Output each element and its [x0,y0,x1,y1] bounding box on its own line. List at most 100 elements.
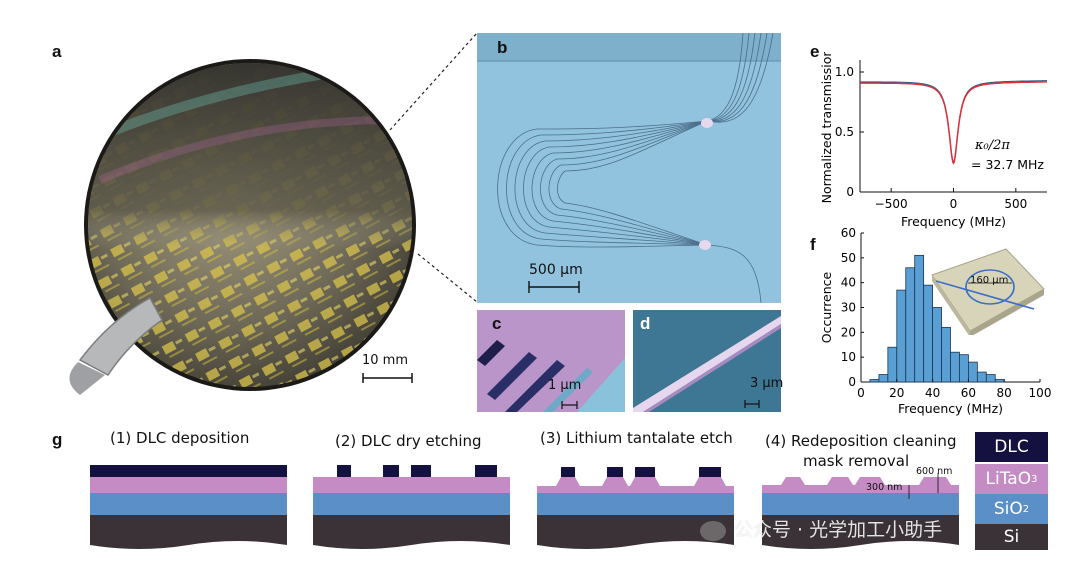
x-tick-label: 100 [1029,386,1052,400]
y-tick-label: 1.0 [835,65,854,79]
annotation-kappa: κ₀/2π [974,138,1010,153]
litao3-ridge [602,477,628,486]
panel-label-a: a [52,42,62,61]
process-stacks [90,465,959,549]
series-data [860,80,1047,164]
layer-sio2 [537,493,734,515]
litao3-ridge [694,477,726,486]
histogram-bar [914,254,925,383]
layer-dlc [90,465,287,477]
layer-sio2 [313,493,510,515]
zoom-lines [389,32,478,303]
histogram-bar [869,379,880,383]
histogram-bar [905,267,916,383]
panel-label-e: e [810,42,820,61]
dimension-300nm: 300 nm [866,482,903,493]
litao3-ridge [556,477,580,486]
x-tick-label: 80 [997,386,1012,400]
scale-bar-label-c: 1 µm [548,378,582,393]
layer-si [537,515,734,549]
x-tick-label: 60 [961,386,976,400]
litao3-ridge [827,477,853,485]
histogram-bar [959,354,969,383]
step-4-label: (4) Redeposition cleaning [765,432,957,450]
watermark: 公众号 · 光学加工小助手 [700,515,942,542]
step-3-label: (3) Lithium tantalate etch [540,429,733,447]
panel-label-g: g [52,430,63,449]
histogram-bar [887,346,898,383]
litao3-ridge [630,477,660,486]
layer-litao3 [313,477,510,493]
panel-label-d: d [640,314,651,333]
histogram-bar [994,379,1005,383]
litao3-ridge [855,477,885,485]
x-tick-label: 500 [1004,197,1027,211]
microscope-image-b [477,33,781,303]
layer-si [90,515,287,549]
layer-litao3-slab [537,486,734,493]
scale-bar-label-d: 3 µm [750,376,784,391]
litao3-ridge [781,477,805,485]
layer-si [762,515,959,549]
histogram-bar [896,289,907,383]
dlc-mask [607,467,623,477]
histogram-bar [985,374,996,383]
x-axis-label: Frequency (MHz) [901,214,1006,229]
dlc-mask [561,467,575,477]
ring-device-inset [931,248,1045,335]
microscope-image-d [633,310,781,412]
histogram-bar [878,374,889,383]
y-tick-label: 60 [841,226,856,240]
step-2-label: (2) DLC dry etching [335,432,482,450]
series-fit [860,81,1047,165]
x-tick-label: −500 [875,197,908,211]
watermark-text: 公众号 · 光学加工小助手 [734,519,943,541]
layer-litao3 [90,477,287,493]
histogram-bar [941,326,951,383]
legend-litao3-text: LiTaO [985,469,1032,489]
annotation-value: = 32.7 MHz [971,157,1044,172]
dlc-mask [411,465,431,477]
y-tick-label: 50 [841,251,856,265]
y-axis-label: Occurrence [819,271,834,343]
inset-label: 160 µm [970,275,1009,286]
histogram-bar [976,371,987,383]
x-axis-label: Frequency (MHz) [898,401,1003,416]
layer-si [313,515,510,549]
layer-litao3-slab [762,485,959,493]
step-1-label: (1) DLC deposition [110,429,250,447]
dlc-mask [475,465,497,477]
legend-dlc-text: DLC [994,437,1029,457]
x-tick-label: 20 [889,386,904,400]
y-tick-label: 40 [841,276,856,290]
microscope-image-c [477,310,625,412]
legend-si: Si [975,524,1048,550]
scale-bar-label-b: 500 µm [529,262,583,278]
panel-label-b: b [497,38,508,57]
wafer-photo [69,59,416,395]
y-tick-label: 0.5 [835,125,854,139]
layer-sio2 [762,493,959,515]
dlc-mask [699,467,721,477]
y-tick-label: 0 [846,185,854,199]
histogram-bar [967,361,978,383]
y-axis-label: Normalized transmission [819,52,834,203]
dlc-mask [383,465,399,477]
y-tick-label: 10 [841,350,856,364]
legend-si-text: Si [1003,527,1020,547]
x-tick-label: 0 [950,197,958,211]
wechat-icon [700,520,726,541]
legend-litao3-sub: 3 [1031,473,1038,485]
litao3-ridge [919,477,951,485]
y-tick-label: 30 [841,301,856,315]
y-tick-label: 0 [848,375,856,389]
dlc-mask [635,467,655,477]
dimension-600nm: 600 nm [916,466,953,477]
x-tick-label: 40 [925,386,940,400]
panel-label-c: c [492,314,502,333]
y-tick-label: 20 [841,325,856,339]
legend-sio2-text: SiO [993,499,1023,519]
